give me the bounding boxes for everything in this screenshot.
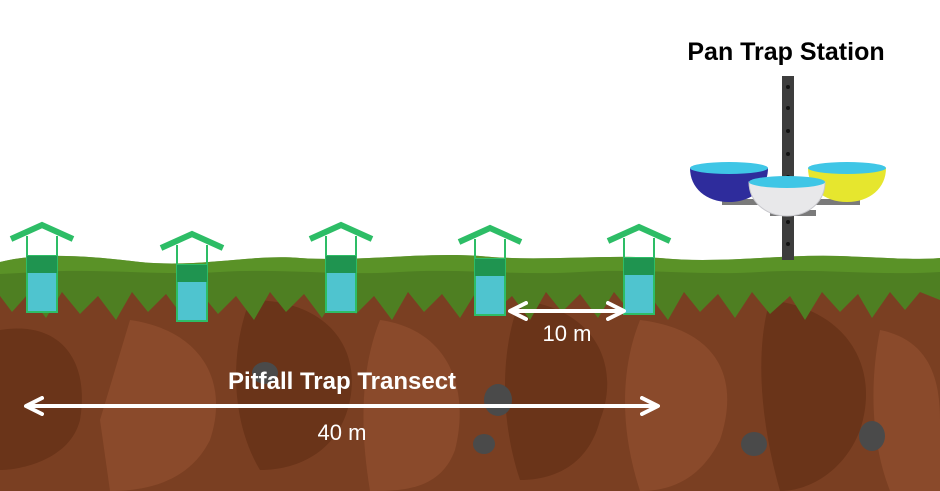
- bowl-white-water: [749, 176, 825, 188]
- station-pole: [782, 76, 794, 260]
- bowl-blue: [690, 162, 768, 202]
- trap-roof: [606, 223, 672, 244]
- pole-hole: [786, 242, 790, 246]
- pitfall-trap: [9, 221, 75, 313]
- soil-shade: [761, 300, 866, 491]
- soil-shade: [625, 320, 728, 491]
- trap-cup-rim: [177, 265, 207, 282]
- bowl-yellow: [808, 162, 886, 202]
- bowl-yellow-body: [808, 168, 886, 202]
- pole-hole: [786, 220, 790, 224]
- rock: [252, 362, 278, 384]
- rock: [859, 421, 885, 451]
- transect-label: Pitfall Trap Transect: [228, 368, 456, 395]
- transect-dimension: Pitfall Trap Transect 40 m: [24, 368, 660, 445]
- rock: [484, 384, 512, 416]
- soil-shade: [236, 300, 352, 470]
- pole-hole: [786, 85, 790, 89]
- bowl-yellow-water: [808, 162, 886, 174]
- pole-hole: [786, 152, 790, 156]
- pitfall-trap: [606, 223, 672, 315]
- rock: [473, 434, 495, 454]
- soil: [0, 270, 940, 491]
- rock: [741, 432, 767, 456]
- bowl-white-body: [748, 181, 826, 217]
- trap-roof: [159, 230, 225, 251]
- trap-cup-rim: [27, 256, 57, 273]
- spacing-dimension: 10 m: [508, 301, 626, 346]
- trap-cup-rim: [475, 259, 505, 276]
- soil-shade: [505, 300, 608, 480]
- trap-roof: [308, 221, 374, 242]
- grass: [0, 255, 940, 320]
- pitfall-trap: [308, 221, 374, 313]
- bowl-white: [748, 176, 826, 217]
- pitfall-trap: [457, 224, 523, 316]
- pan-station-label: Pan Trap Station: [687, 38, 884, 66]
- bowl-blue-water: [690, 162, 768, 174]
- pole-hole: [786, 106, 790, 110]
- spacing-label: 10 m: [543, 321, 592, 346]
- bowl-blue-body: [690, 168, 768, 202]
- pan-trap-station: Pan Trap Station: [687, 38, 886, 260]
- trap-cup-rim: [326, 256, 356, 273]
- pole-hole: [786, 129, 790, 133]
- trap-roof: [457, 224, 523, 245]
- soil-shade: [873, 330, 940, 491]
- pitfall-trap: [159, 230, 225, 322]
- length-label: 40 m: [318, 420, 367, 445]
- trap-cup-rim: [624, 258, 654, 275]
- trap-roof: [9, 221, 75, 242]
- grass-highlight: [0, 255, 940, 274]
- pitfall-traps: [9, 221, 672, 322]
